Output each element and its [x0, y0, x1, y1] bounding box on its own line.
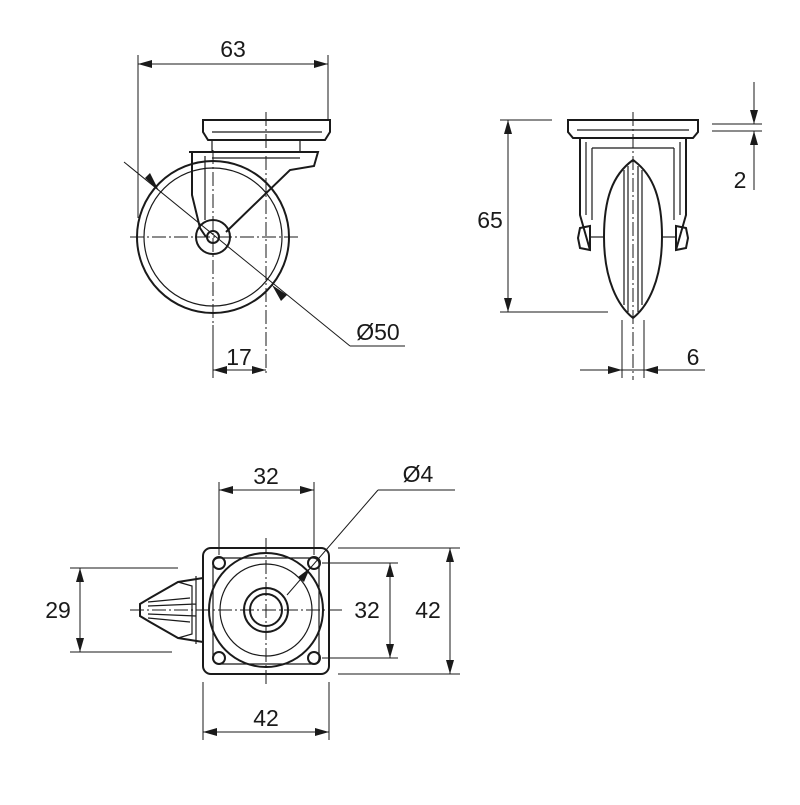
dim-brake-height-label: 29	[45, 597, 71, 623]
dim-hole-spacing-x-label: 32	[253, 463, 279, 489]
dim-plate-height-label: 42	[415, 597, 441, 623]
bolt-hole-tr	[307, 556, 321, 570]
front-view: 65 2 6	[477, 82, 762, 380]
bolt-hole-br	[307, 651, 321, 665]
dim-tread-width-label: 6	[687, 344, 700, 370]
dim-height-label: 65	[477, 207, 503, 233]
dim-width-label: 63	[220, 36, 246, 62]
dim-hole-spacing-y-label: 32	[354, 597, 380, 623]
dim-plate-width-label: 42	[253, 705, 279, 731]
dim-hole-diameter-label: Ø4	[403, 461, 434, 487]
front-fork-legs	[579, 138, 687, 251]
front-top-plate	[567, 119, 699, 139]
dim-wheel-diameter-label: Ø50	[356, 319, 399, 345]
dim-plate-thickness-label: 2	[734, 167, 747, 193]
side-view: 63 17 Ø50	[123, 36, 405, 378]
bolt-hole-bl	[212, 651, 226, 665]
fork-bracket	[189, 151, 320, 238]
brake-lever	[139, 577, 204, 643]
bolt-hole-tl	[212, 556, 226, 570]
axle-cap-left	[576, 224, 591, 252]
top-plate	[202, 119, 331, 141]
top-view: 32 Ø4 32 42 42 29	[45, 461, 460, 740]
axle-cap-right	[675, 224, 690, 252]
dim-offset-label: 17	[226, 344, 252, 370]
